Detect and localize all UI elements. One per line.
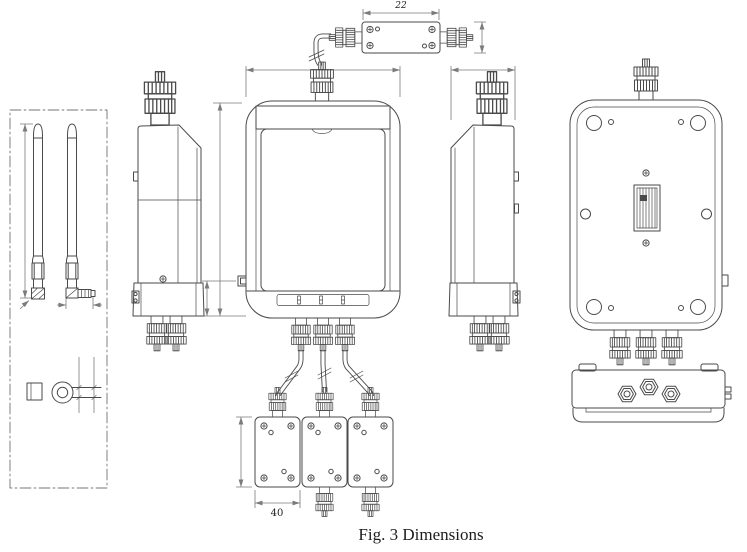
gland-top (143, 71, 177, 126)
cable-break-marks (284, 49, 364, 383)
dimension-lines (19, 9, 516, 508)
port-labels (297, 295, 345, 305)
antenna-detail-panel (9, 109, 108, 489)
dim-top-box-width-line (362, 9, 440, 20)
side-view-left (131, 71, 205, 352)
gland-bottom-1 (290, 317, 312, 352)
dim-jbox-height-line (236, 416, 252, 488)
mounting-hole (586, 299, 602, 315)
mounting-hole (690, 299, 706, 315)
gland-bottom-3 (334, 317, 356, 352)
mounting-ear (700, 363, 719, 372)
junction-boxes (255, 387, 393, 517)
mounting-hole (586, 115, 602, 131)
top-junction-box (328, 21, 474, 54)
antenna-elbow (65, 123, 79, 289)
dim-top-box-height-line (474, 21, 486, 54)
cables (275, 33, 374, 397)
gland-left (328, 27, 363, 48)
dim-side-width-line (450, 66, 516, 120)
mounting-hole (690, 115, 706, 131)
junction-box-3 (348, 387, 393, 487)
junction-box-1 (255, 387, 300, 487)
side-view-right (448, 71, 521, 352)
dimension-arrows (21, 10, 515, 506)
port-label-recess (276, 294, 370, 306)
right-angle-connector (65, 287, 96, 299)
side-connector (724, 386, 732, 393)
gland-top (475, 71, 509, 126)
dim-front-height-line (203, 102, 246, 317)
back-view (569, 58, 729, 366)
gland-right (439, 27, 474, 48)
dim-antenna-height-line (20, 123, 33, 299)
dim-label-top-box-width: 22 (394, 1, 407, 11)
dim-label-jbox-width: 40 (271, 508, 284, 519)
phantom-border (9, 109, 108, 489)
gland-bottom-2 (312, 317, 334, 352)
gland-antenna (310, 61, 334, 102)
dim-connector-width-line (57, 297, 102, 309)
antenna-straight (31, 123, 45, 289)
front-view (237, 61, 401, 352)
cylinder-part (26, 382, 43, 401)
junction-box-2 (302, 387, 347, 487)
gland-top (633, 58, 659, 101)
nameplate (633, 184, 661, 232)
sma-connector (31, 287, 45, 300)
eyelet-part (51, 381, 102, 404)
dim-eyelet-lines (78, 357, 95, 413)
figure-caption: Fig. 3 Dimensions (358, 525, 483, 544)
bottom-view (571, 363, 732, 423)
side-tab (721, 274, 729, 287)
dim-jbox-width-line (254, 490, 301, 508)
mounting-ear (578, 363, 597, 372)
